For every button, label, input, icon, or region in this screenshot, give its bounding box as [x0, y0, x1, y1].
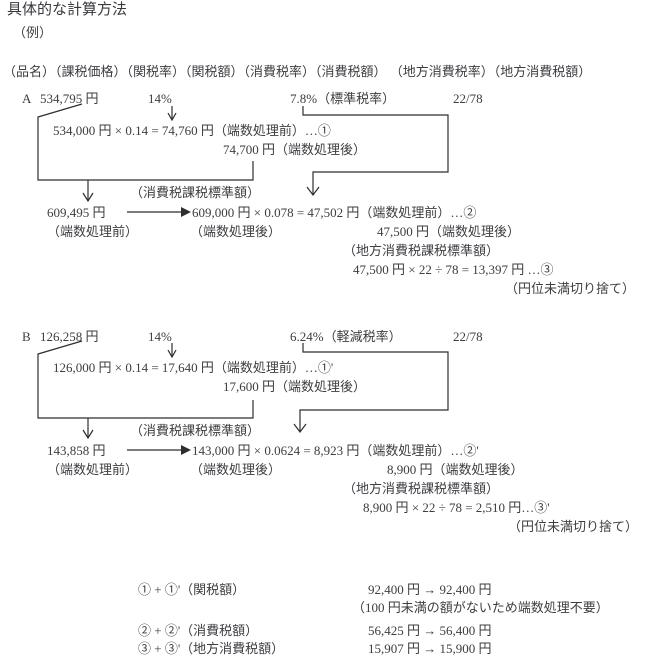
item-b-before-label: （端数処理前）	[47, 462, 139, 477]
b-duty-rate-arrow-icon	[167, 343, 177, 359]
item-b-after-label: （端数処理後）	[190, 462, 282, 477]
total-consumption-value: 56,425 円 → 56,400 円	[368, 623, 492, 638]
column-header: （品名）（課税価格）（関税率）（関税額）（消費税率）（消費税額） （地方消費税率…	[3, 64, 592, 79]
item-a-before-label: （端数処理前）	[47, 224, 139, 239]
total-consumption-label: ② + ②'（消費税額）	[138, 623, 259, 638]
item-b-duty-rate: 14%	[148, 329, 172, 344]
item-b-local-note: （円位未満切り捨て）	[508, 519, 639, 534]
total-customs-label: ① + ①'（関税額）	[138, 582, 246, 597]
total-local-label: ③ + ③'（地方消費税額）	[138, 641, 285, 656]
item-a-local-formula: 47,500 円 × 22 ÷ 78 = 13,397 円 …③	[353, 262, 554, 277]
item-a-value: 534,795 円	[40, 91, 99, 106]
item-a-duty-rate: 14%	[148, 91, 172, 106]
item-a-ctax-rounded: 47,500 円（端数処理後）	[377, 224, 521, 239]
b-value-bracket	[37, 340, 254, 419]
item-a-after-label: （端数処理後）	[190, 224, 282, 239]
item-b-ctax-rounded: 8,900 円（端数処理後）	[387, 462, 524, 477]
item-b-duty-rounded: 17,600 円（端数処理後）	[223, 379, 367, 394]
item-a-ctax-base-label: （消費税課税標準額）	[130, 185, 261, 200]
item-b-local-formula: 8,900 円 × 22 ÷ 78 = 2,510 円…③'	[363, 500, 550, 515]
total-local-value: 15,907 円 → 15,900 円	[368, 641, 492, 656]
b-tax-rate-bracket	[293, 343, 449, 433]
item-a-ctax-base: 609,495 円	[47, 205, 106, 220]
item-a-duty-rounded: 74,700 円（端数処理後）	[223, 142, 367, 157]
a-duty-rate-arrow-icon	[167, 106, 177, 122]
b-right-arrow-icon	[127, 445, 191, 455]
item-b-ctax-base: 143,858 円	[47, 443, 106, 458]
item-a-local-base-label: （地方消費税課税標準額）	[343, 243, 500, 258]
item-a-ctax-formula: 609,000 円 × 0.078 = 47,502 円（端数処理前）…②	[192, 205, 477, 220]
item-b-name: B	[22, 329, 31, 344]
page-title: 具体的な計算方法	[7, 2, 128, 18]
a-tax-rate-bracket	[302, 106, 449, 196]
example-label: （例）	[13, 25, 53, 40]
item-a-duty-formula: 534,000 円 × 0.14 = 74,760 円（端数処理前）…①	[53, 123, 331, 138]
a-down-arrow-icon	[82, 180, 94, 203]
a-right-arrow-icon	[127, 207, 191, 217]
item-b-ctax-rate: 6.24%（軽減税率）	[290, 329, 402, 344]
item-a-local-ratio: 22/78	[453, 91, 483, 106]
item-b-local-base-label: （地方消費税課税標準額）	[343, 481, 500, 496]
b-down-arrow-icon	[82, 418, 94, 440]
item-b-local-ratio: 22/78	[453, 329, 483, 344]
item-b-duty-formula: 126,000 円 × 0.14 = 17,640 円（端数処理前）…①'	[53, 360, 334, 375]
item-b-value: 126,258 円	[40, 329, 99, 344]
item-a-name: A	[22, 91, 32, 106]
total-customs-note: （100 円未満の額がないため端数処理不要）	[352, 600, 609, 615]
item-b-ctax-formula: 143,000 円 × 0.0624 = 8,923 円（端数処理前）…②'	[192, 443, 479, 458]
item-a-local-note: （円位未満切り捨て）	[505, 281, 636, 296]
item-b-ctax-base-label: （消費税課税標準額）	[130, 423, 261, 438]
item-a-ctax-rate: 7.8%（標準税率）	[290, 91, 396, 106]
a-value-bracket	[37, 103, 254, 181]
total-customs-value: 92,400 円 → 92,400 円	[368, 582, 492, 597]
